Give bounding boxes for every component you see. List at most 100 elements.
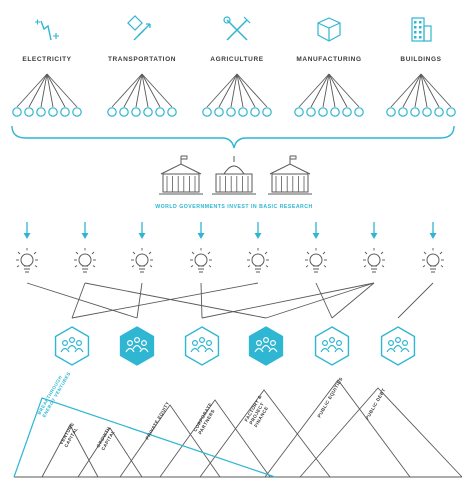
fan-line — [322, 73, 330, 108]
transportation-icon — [127, 15, 151, 41]
sector-fan — [12, 73, 82, 117]
funding-stage-line: PUBLIC EQUITIES — [317, 376, 344, 418]
outcome-circle — [72, 107, 82, 117]
funding-stage-line: PRIVATE EQUITY — [145, 401, 171, 441]
connection-line — [136, 282, 143, 319]
funding-stage-label: VENTURECAPITAL — [59, 422, 81, 449]
outcome-circle — [60, 107, 70, 117]
fan-line — [236, 73, 256, 108]
outcome-circle — [410, 107, 420, 117]
team-icon — [248, 326, 284, 366]
arrow-head — [197, 233, 205, 239]
sector-manufacturing: MANUFACTURING — [294, 17, 364, 117]
lightbulb-icon — [247, 248, 269, 273]
funding-stage-label: CORPORATEPARTNERS — [193, 402, 218, 436]
arrow-head — [138, 233, 146, 239]
lightbulb-icon — [16, 248, 38, 273]
sector-electricity: ELECTRICITY — [12, 19, 82, 117]
fan-line — [141, 73, 149, 108]
team-icon — [184, 326, 220, 366]
arrow-head — [81, 233, 89, 239]
funding-triangles — [13, 379, 463, 478]
funding-stage-line: PUBLIC DEBT — [365, 387, 387, 420]
fan-line — [111, 73, 143, 108]
funding-triangle — [299, 387, 463, 478]
capitol-building-icon — [212, 156, 256, 195]
outcome-circle — [306, 107, 316, 117]
lightbulb-icon — [422, 248, 444, 273]
fan-line — [328, 73, 360, 108]
lightbulb-icon — [131, 248, 153, 273]
outcome-circle — [131, 107, 141, 117]
fan-line — [135, 73, 143, 108]
funding-triangle-highlight — [13, 397, 276, 478]
outcome-circle — [36, 107, 46, 117]
connection-line — [201, 282, 375, 319]
funding-stage-label: GROWTHCAPITAL — [96, 426, 117, 452]
funding-triangle — [199, 389, 331, 478]
fan-line — [46, 73, 78, 108]
fan-line — [46, 73, 66, 108]
outcome-circle — [12, 107, 22, 117]
outcome-circle — [398, 107, 408, 117]
sector-label: BUILDINGS — [400, 56, 441, 63]
outcome-circle — [226, 107, 236, 117]
sector-fan — [294, 73, 364, 117]
fan-line — [141, 73, 161, 108]
fan-line — [420, 73, 452, 108]
sector-fan — [386, 73, 456, 117]
fan-line — [206, 73, 238, 108]
fan-line — [414, 73, 422, 108]
outcome-circle — [107, 107, 117, 117]
lightbulb-icon — [74, 248, 96, 273]
government-caption: WORLD GOVERNMENTS INVEST IN BASIC RESEAR… — [155, 204, 313, 210]
funding-stage-label: FACTORY &PROJECTFINANCE — [244, 394, 273, 428]
sector-transportation: TRANSPORTATION — [107, 15, 177, 117]
fan-line — [218, 73, 238, 108]
connection-line — [200, 282, 203, 319]
outcome-circle — [318, 107, 328, 117]
outcome-circle — [446, 107, 456, 117]
outcome-circle — [342, 107, 352, 117]
lightbulb-icon — [190, 248, 212, 273]
electricity-icon — [35, 19, 59, 41]
outcome-circle — [48, 107, 58, 117]
fan-line — [46, 73, 54, 108]
fan-line — [141, 73, 173, 108]
sector-label: AGRICULTURE — [210, 56, 263, 63]
fan-line — [236, 73, 244, 108]
fan-line — [230, 73, 238, 108]
team-icon — [314, 326, 350, 366]
team-icon — [380, 326, 416, 366]
sector-label: TRANSPORTATION — [108, 56, 176, 63]
outcome-circle — [250, 107, 260, 117]
outcome-circle — [155, 107, 165, 117]
sector-fan — [202, 73, 272, 117]
funding-stage-label: PRIVATE EQUITY — [145, 401, 171, 441]
funding-stage-label: BREAKTHROUGHENERGY VENTURES — [37, 368, 72, 418]
outcome-circle — [24, 107, 34, 117]
funding-triangle — [41, 424, 99, 478]
outcome-circle — [434, 107, 444, 117]
sector-label: ELECTRICITY — [22, 56, 71, 63]
connection-line — [397, 282, 434, 319]
sector-label: MANUFACTURING — [296, 56, 361, 63]
funding-triangle — [159, 399, 271, 478]
grouping-brace — [11, 125, 455, 149]
team-icon — [54, 326, 90, 366]
sector-agriculture: AGRICULTURE — [202, 16, 272, 117]
fan-line — [236, 73, 268, 108]
sector-buildings: BUILDINGS — [386, 17, 456, 117]
arrow-head — [254, 233, 262, 239]
funding-stage-label: PUBLIC EQUITIES — [317, 376, 344, 418]
connection-line — [26, 282, 138, 319]
fan-line — [16, 73, 48, 108]
fan-line — [390, 73, 422, 108]
lightbulb-icon — [363, 248, 385, 273]
outcome-circle — [294, 107, 304, 117]
outcome-circle — [202, 107, 212, 117]
arrow-head — [429, 233, 437, 239]
outcome-circle — [119, 107, 129, 117]
connection-line — [315, 282, 333, 319]
